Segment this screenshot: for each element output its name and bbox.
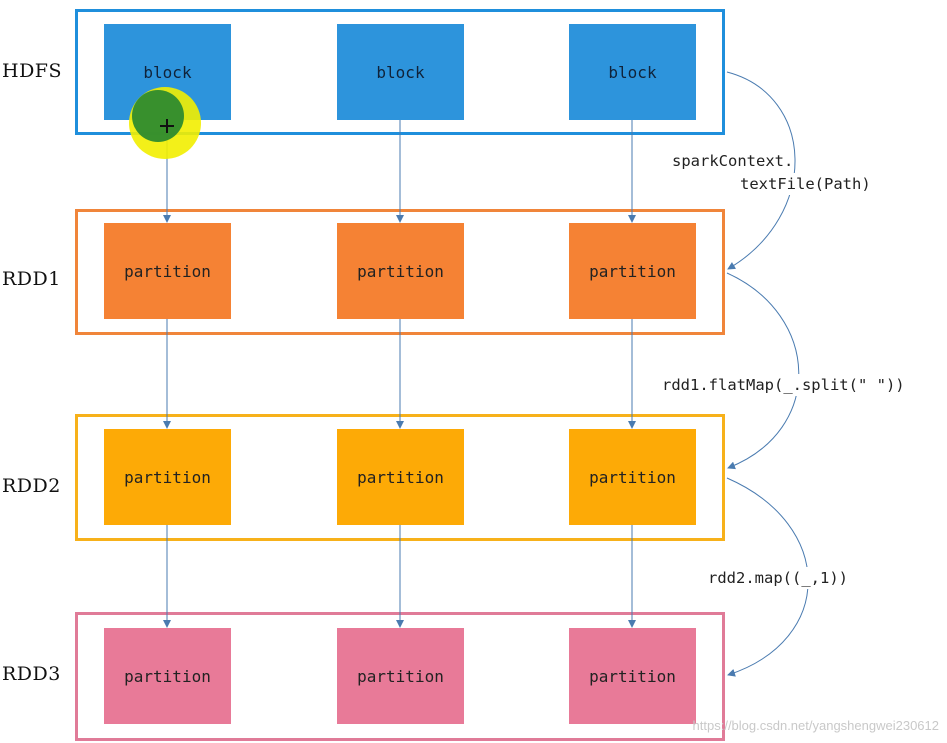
row-label-hdfs: HDFS (2, 60, 63, 82)
op-map: rdd2.map((_,1)) (708, 567, 848, 589)
rdd3-partition-3: partition (569, 628, 696, 724)
rdd1-partition-3: partition (569, 223, 696, 319)
op-flatmap: rdd1.flatMap(_.split(" ")) (662, 374, 905, 396)
row-label-rdd3: RDD3 (2, 663, 61, 685)
rdd3-partition-2: partition (337, 628, 464, 724)
curve-rdd1-to-rdd2 (726, 272, 800, 470)
rdd2-partition-2: partition (337, 429, 464, 525)
watermark: https://blog.csdn.net/yangshengwei230612 (692, 718, 939, 733)
op-textfile-line2: textFile(Path) (740, 173, 871, 195)
op-textfile-line1: sparkContext. (672, 150, 794, 172)
hdfs-block-1: block (104, 24, 231, 120)
cursor-highlight-icon (129, 87, 201, 159)
hdfs-block-2: block (337, 24, 464, 120)
hdfs-block-3: block (569, 24, 696, 120)
row-label-rdd2: RDD2 (2, 475, 61, 497)
rdd2-partition-1: partition (104, 429, 231, 525)
rdd2-partition-3: partition (569, 429, 696, 525)
rdd1-partition-2: partition (337, 223, 464, 319)
rdd1-partition-1: partition (104, 223, 231, 319)
rdd3-partition-1: partition (104, 628, 231, 724)
row-label-rdd1: RDD1 (2, 268, 61, 290)
